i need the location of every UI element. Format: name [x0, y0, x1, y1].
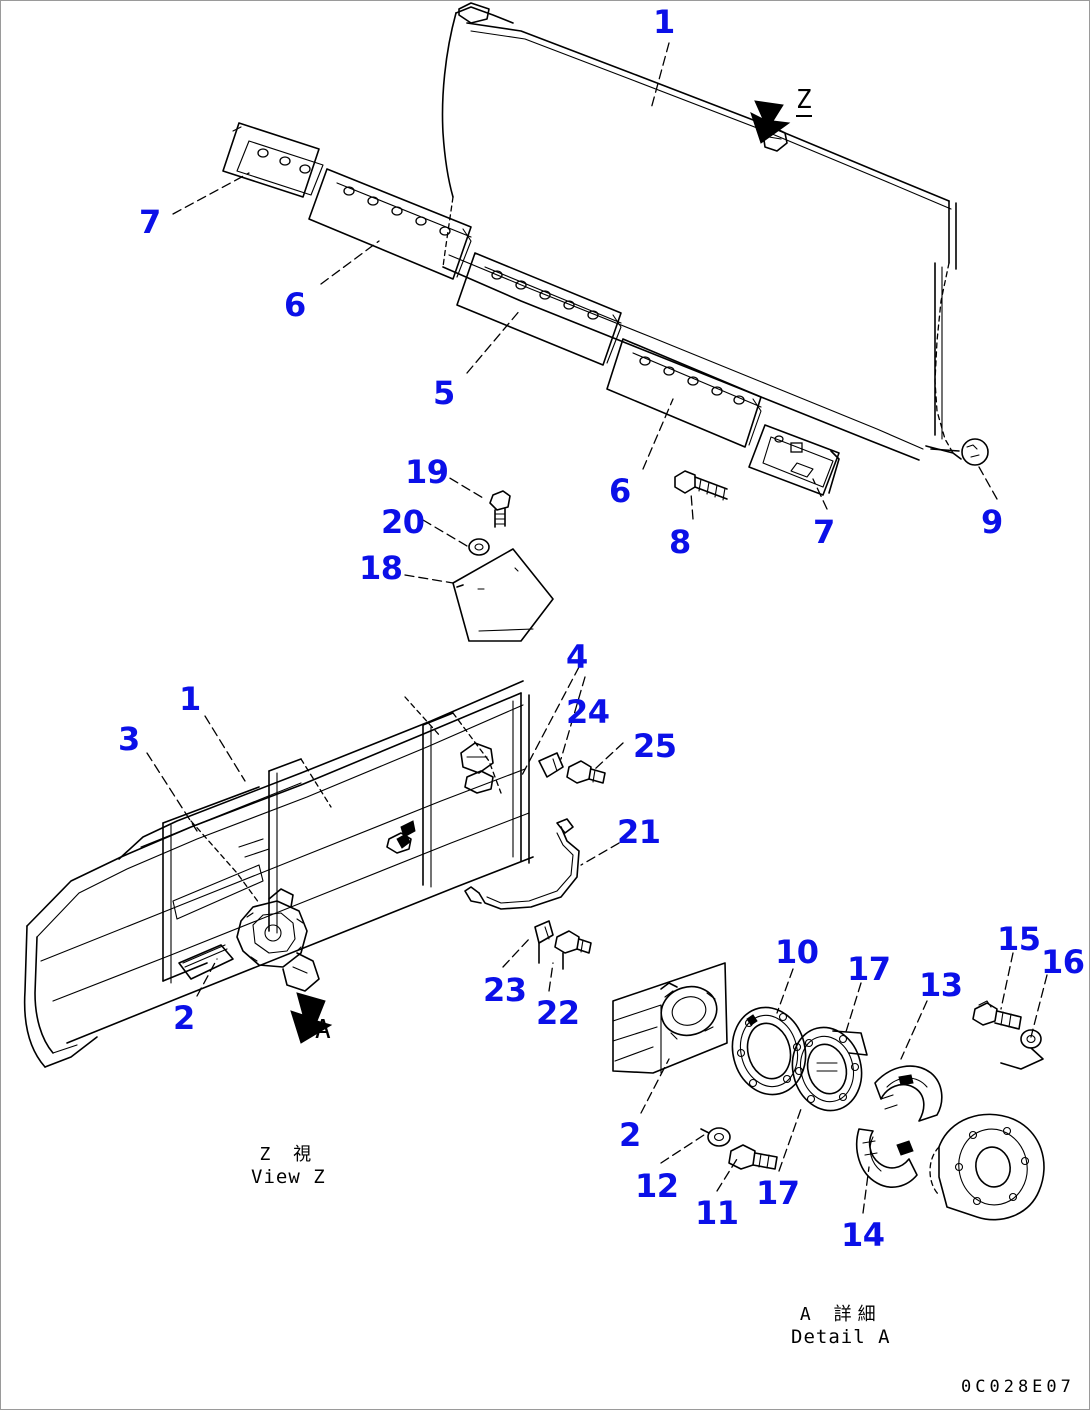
- leader-17-upper: [844, 982, 862, 1036]
- bolt-8: [674, 470, 728, 501]
- leader-2-rear: [196, 958, 218, 997]
- view-z-caption-en: View Z: [251, 1166, 326, 1188]
- washer-12: [700, 1127, 731, 1147]
- callout-21-hose-rod: 21: [617, 813, 661, 851]
- bolt-25: [566, 760, 606, 784]
- leader-13: [900, 1000, 928, 1060]
- leader-23: [502, 938, 530, 968]
- callout-7-end-bit-left: 7: [139, 203, 161, 241]
- clamp-23: [534, 920, 554, 964]
- bearing-half-14: [855, 1128, 918, 1188]
- callout-10-bearing-cap: 10: [775, 933, 819, 971]
- leader-18: [404, 574, 454, 584]
- callout-6-cutting-edge-right: 6: [609, 472, 631, 510]
- callout-2-pivot-bracket-detail: 2: [619, 1116, 641, 1154]
- callout-17-bearing-upper: 17: [847, 950, 891, 988]
- leader-4: [520, 666, 580, 778]
- cutting-edge-center: [456, 252, 622, 366]
- callout-2-pivot-bracket: 2: [173, 999, 195, 1037]
- leader-2-detail: [640, 1058, 670, 1114]
- leader-15: [1000, 952, 1014, 1010]
- callout-19-bolt: 19: [405, 453, 449, 491]
- leader-7-left: [172, 172, 250, 215]
- detail-a-caption: A 詳細 Detail A: [791, 1304, 891, 1348]
- view-z-caption-jp: Z 視: [259, 1144, 318, 1165]
- callout-7-end-bit-right: 7: [813, 513, 835, 551]
- callout-4-bracket: 4: [566, 638, 588, 676]
- callout-17-bearing-lower: 17: [756, 1174, 800, 1212]
- bearing-cap-10: [731, 1006, 807, 1096]
- leader-5: [466, 308, 522, 374]
- callout-15-bolt: 15: [997, 920, 1041, 958]
- leader-17-lower: [778, 1108, 802, 1172]
- handle-rod-21: [464, 818, 580, 910]
- moldboard-rear: [23, 680, 534, 1068]
- view-z-marker-arrow: [750, 100, 791, 144]
- detail-a-marker-arrow: [290, 992, 333, 1044]
- leader-21: [580, 842, 620, 866]
- bearing-17-upper: [791, 1026, 868, 1112]
- leader-1-rear: [204, 715, 246, 782]
- leader-6-left: [320, 240, 380, 285]
- callout-12-washer: 12: [635, 1167, 679, 1205]
- washer-20: [468, 538, 490, 556]
- cutting-edge-left: [308, 168, 472, 280]
- callout-11-bolt: 11: [695, 1194, 739, 1232]
- callout-1-moldboard-rear: 1: [179, 680, 201, 718]
- callout-8-bolt: 8: [669, 523, 691, 561]
- nut-9: [930, 438, 989, 466]
- cover-plate-18: [452, 548, 554, 642]
- leader-22: [548, 962, 554, 992]
- callout-22-bolt: 22: [536, 994, 580, 1032]
- leader-9: [978, 466, 998, 500]
- cutting-edge-right: [606, 338, 762, 448]
- bolt-22: [554, 930, 592, 970]
- pivot-bracket-detail-2: [612, 962, 728, 1074]
- bolt-19: [489, 490, 511, 528]
- callout-16-washer: 16: [1041, 943, 1085, 981]
- callout-20-washer: 20: [381, 503, 425, 541]
- leader-10: [776, 968, 794, 1014]
- leader-3: [146, 752, 198, 832]
- callout-1-moldboard: 1: [653, 3, 675, 41]
- leader-8: [690, 492, 694, 520]
- callout-13-bearing-half: 13: [919, 966, 963, 1004]
- view-z-caption: Z 視 View Z: [251, 1144, 326, 1188]
- leader-1-top: [650, 42, 670, 110]
- moldboard-top: [441, 2, 962, 461]
- leader-25: [594, 742, 624, 770]
- leader-11: [716, 1158, 738, 1192]
- leader-12: [660, 1132, 708, 1164]
- callout-14-bearing-half-lower: 14: [841, 1216, 885, 1254]
- callout-23-clamp: 23: [483, 971, 527, 1009]
- drawing-number: 0C028E07: [961, 1377, 1075, 1397]
- leader-24: [560, 676, 586, 760]
- end-bit-left: [222, 122, 324, 198]
- leader-14: [862, 1166, 870, 1214]
- detail-a-caption-jp: A 詳細: [799, 1304, 882, 1325]
- leader-7-right: [812, 478, 828, 510]
- leader-20: [422, 519, 468, 547]
- callout-18-cover-plate: 18: [359, 549, 403, 587]
- callout-24-clamp: 24: [566, 693, 610, 731]
- pivot-housing: [929, 1113, 1045, 1221]
- clamp-24: [538, 752, 564, 778]
- bolt-11: [728, 1144, 778, 1170]
- leader-6-right: [642, 398, 674, 470]
- bearing-half-13: [874, 1065, 943, 1122]
- leader-19: [437, 470, 484, 499]
- leader-16: [1030, 974, 1048, 1038]
- detail-a-marker-letter: A: [315, 1015, 331, 1045]
- bolt-15: [972, 1000, 1022, 1030]
- callout-9-nut: 9: [981, 503, 1003, 541]
- washer-16: [1000, 1029, 1044, 1070]
- detail-a-caption-en: Detail A: [791, 1326, 891, 1348]
- callout-25-bolt: 25: [633, 727, 677, 765]
- callout-5-cutting-edge-center: 5: [433, 374, 455, 412]
- end-bit-right: [748, 424, 840, 496]
- view-z-marker-letter: Z: [796, 85, 812, 117]
- callout-3-brace: 3: [118, 720, 140, 758]
- callout-6-cutting-edge-left: 6: [284, 286, 306, 324]
